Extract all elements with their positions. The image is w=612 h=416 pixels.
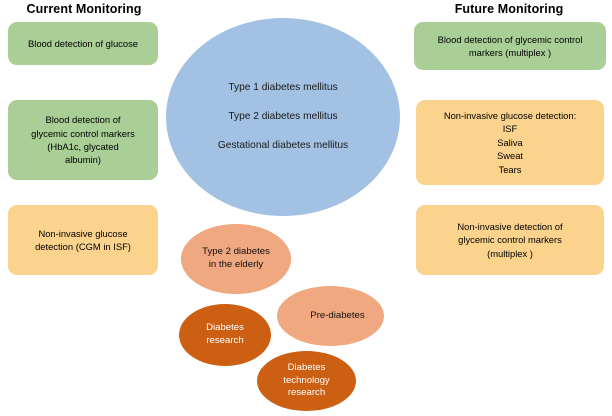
ellipse-diabetes-research: Diabetes research — [179, 304, 271, 366]
ellipse-prediabetes-label: Pre-diabetes — [310, 309, 365, 321]
future-monitoring-heading: Future Monitoring — [454, 2, 564, 16]
card-noninvasive-glucose-detection-sources: Non-invasive glucose detection: ISF Sali… — [416, 100, 604, 185]
current-monitoring-heading: Current Monitoring — [26, 2, 142, 16]
diabetes-type-line-3: Gestational diabetes mellitus — [217, 140, 349, 152]
main-ellipse-diabetes-types: Type 1 diabetes mellitus Type 2 diabetes… — [166, 18, 400, 216]
card-blood-detection-of-glucose: Blood detection of glucose — [8, 22, 158, 65]
ellipse-elderly-label: Type 2 diabetes in the elderly — [202, 246, 270, 270]
ellipse-diabetes-technology-research-label: Diabetes technology research — [283, 361, 330, 399]
card-noninvasive-glucose-cgm-isf: Non-invasive glucose detection (CGM in I… — [8, 205, 158, 275]
main-ellipse-text-block: Type 1 diabetes mellitus Type 2 diabetes… — [218, 82, 348, 153]
ellipse-pre-diabetes: Pre-diabetes — [277, 286, 384, 346]
card-blood-detection-glycemic-markers: Blood detection of glycemic control mark… — [8, 100, 158, 180]
diabetes-type-line-2: Type 2 diabetes mellitus — [228, 110, 338, 122]
diabetes-type-line-1: Type 1 diabetes mellitus — [228, 81, 338, 93]
ellipse-diabetes-technology-research: Diabetes technology research — [257, 351, 356, 411]
card-noninvasive-detection-glycemic-markers-multiplex: Non-invasive detection of glycemic contr… — [416, 205, 604, 275]
ellipse-type-2-diabetes-elderly: Type 2 diabetes in the elderly — [181, 224, 291, 294]
ellipse-diabetes-research-label: Diabetes research — [206, 322, 244, 346]
card-blood-detection-glycemic-markers-multiplex: Blood detection of glycemic control mark… — [414, 22, 606, 70]
